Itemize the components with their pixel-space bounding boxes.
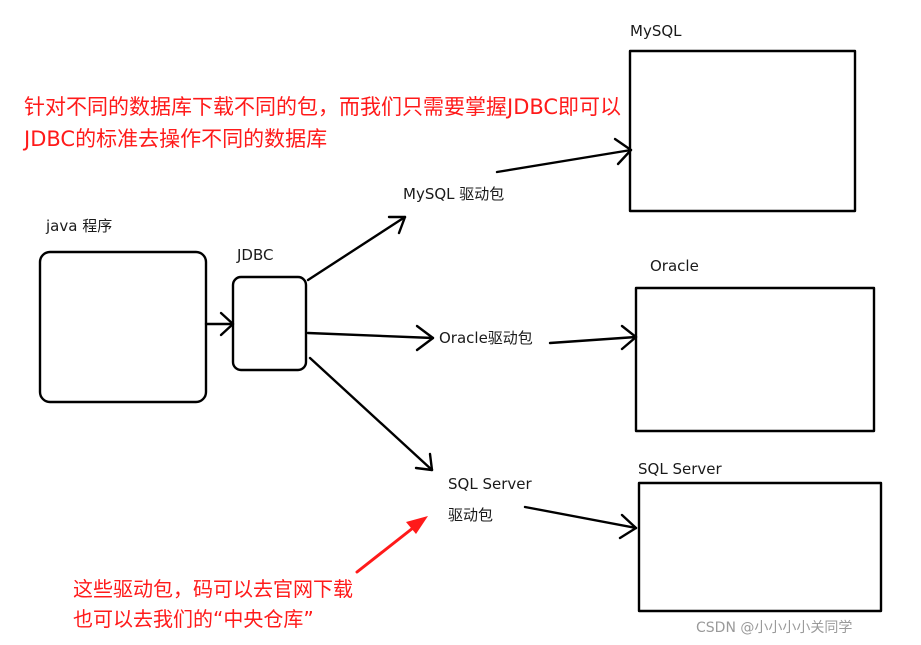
jdbc-label: JDBC [237,246,274,264]
top-annotation-line2: JDBC的标准去操作不同的数据库 [24,127,328,151]
arrow-java-to-jdbc [204,311,235,337]
top-annotation-line1: 针对不同的数据库下载不同的包，而我们只需要掌握JDBC即可以 [24,95,622,119]
mysql-driver-label: MySQL 驱动包 [403,185,505,203]
sqlserver-driver-label-line1: SQL Server [448,475,532,493]
oracle-db-label: Oracle [650,257,699,275]
csdn-watermark: CSDN @小小小小关同学 [696,620,853,636]
java-program-box [38,250,208,404]
oracle-db-box [634,286,876,433]
arrow-jdbc-to-sqlserver-driver [308,356,434,472]
bottom-annotation-line2: 也可以去我们的“中央仓库” [73,607,314,631]
sqlserver-db-box [637,481,883,613]
arrow-sqlserver-driver-to-db [523,505,638,540]
sqlserver-driver-label-line2: 驱动包 [448,506,494,524]
sqlserver-db-label: SQL Server [638,460,722,478]
arrow-jdbc-to-mysql-driver [306,215,407,282]
oracle-driver-label: Oracle驱动包 [439,329,533,347]
bottom-annotation-line1: 这些驱动包，码可以去官网下载 [73,577,353,601]
jdbc-box [231,275,308,372]
annotation-arrow [355,516,428,574]
arrow-jdbc-to-oracle-driver [306,324,435,352]
arrow-mysql-driver-to-db [495,137,633,174]
java-program-label: java 程序 [46,217,113,235]
mysql-db-label: MySQL [630,22,682,40]
mysql-db-box [628,49,857,213]
arrow-oracle-driver-to-db [548,324,638,351]
